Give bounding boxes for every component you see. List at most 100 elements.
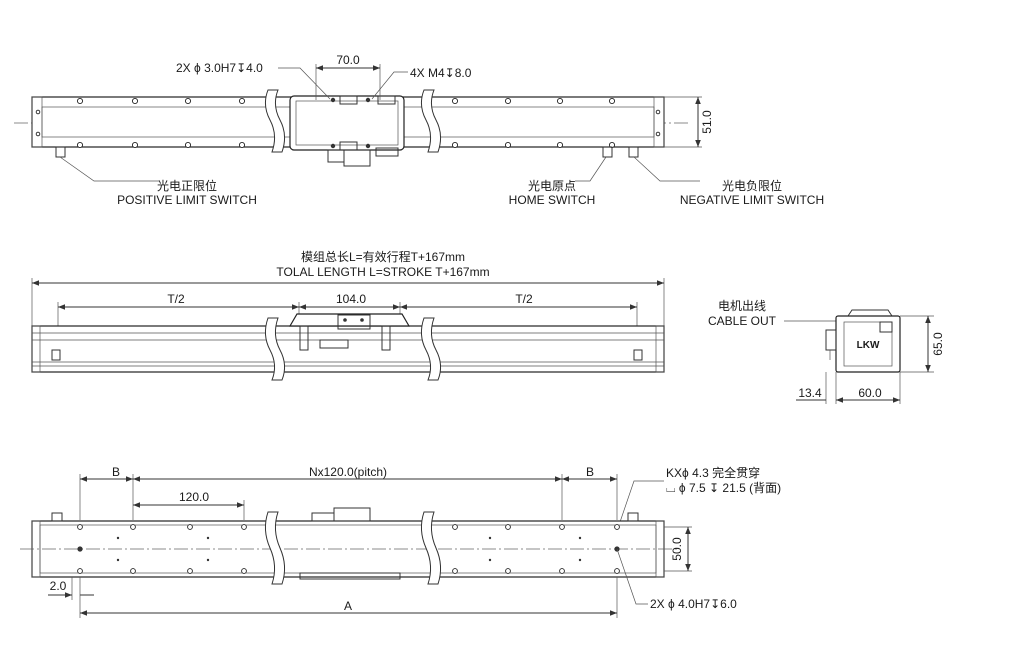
bottom-sensor-left [51,512,63,522]
top-hole [451,97,459,105]
callout-through-holes-2: ⌴ ϕ 7.5 ↧ 21.5 (背面) [666,481,781,495]
dim-pitch: Nx120.0(pitch) [309,465,387,479]
leader-pin-holes [278,67,331,100]
top-hole [131,141,139,149]
top-hole [608,97,616,105]
bottom-small-hole [578,536,582,540]
top-break-right [420,89,442,153]
bottom-hole [130,568,136,574]
top-hole [556,97,564,105]
top-hole [504,141,512,149]
end-profile-inner [843,321,893,367]
front-view: 模组总长L=有效行程T+167mm TOLAL LENGTH L=STROKE … [31,249,665,381]
leader-home [575,156,607,182]
top-end-cap-left [31,96,43,148]
total-length-cn: 模组总长L=有效行程T+167mm [301,249,465,264]
positive-limit-sensor [55,146,66,158]
bottom-hole [505,524,511,530]
top-slider-hole [365,97,371,103]
leader-bottom-pins [616,548,648,605]
top-hole [655,131,661,137]
front-break-right [420,317,442,381]
top-break-left [264,89,286,153]
bottom-hole [452,524,458,530]
dim-slider-hole-pitch: 70.0 [336,53,360,67]
top-hole [238,141,246,149]
positive-limit-cn: 光电正限位 [157,178,217,193]
dim-half-stroke-right: T/2 [515,292,533,306]
leader-tapped-holes [371,71,408,100]
bottom-hole [452,568,458,574]
home-en: HOME SWITCH [509,193,596,207]
bottom-small-hole [488,536,492,540]
bottom-view: B Nx120.0(pitch) B 120.0 KXϕ 4.3 完全贯穿 ⌴ … [20,465,781,618]
callout-tapped-holes: 4X M4↧8.0 [410,66,472,80]
bottom-sensor-right [627,512,639,522]
top-view: 70.0 2X ϕ 3.0H7↧4.0 4X M4↧8.0 51.0 光电正限位… [14,53,824,207]
top-mount-holes [35,97,661,149]
top-sensor-flag [327,149,345,163]
top-hole [504,97,512,105]
front-slider-block [337,314,371,330]
total-length-en: TOLAL LENGTH L=STROKE T+167mm [276,265,489,279]
bottom-small-hole [206,558,210,562]
bottom-hole [559,568,565,574]
bottom-pin-hole [77,546,83,552]
front-break-left [264,317,286,381]
front-end-cap-left [31,325,41,373]
top-end-cap-right [653,96,665,148]
bottom-slider-foot [299,572,401,580]
top-hole [556,141,564,149]
positive-limit-en: POSITIVE LIMIT SWITCH [117,193,257,207]
front-slider-screw [360,318,364,322]
bottom-slider-block [333,507,371,522]
bottom-dim-width: 50.0 [670,537,684,561]
bottom-small-hole [116,536,120,540]
home-cn: 光电原点 [528,179,576,193]
bottom-small-hole [116,558,120,562]
top-hole [131,97,139,105]
end-cable-box [825,329,837,351]
bottom-hole [505,568,511,574]
leader-negative-limit [633,156,700,182]
bottom-connector [311,512,335,522]
end-motor-mount [879,321,893,333]
top-hole [76,97,84,105]
dim-a: A [344,599,352,613]
bottom-end-cap-right [655,520,665,578]
front-slider-post [299,325,309,351]
front-slider-screw [343,318,347,322]
bottom-break-left [264,511,286,585]
bottom-break-right [420,511,442,585]
end-logo: LKW [857,340,880,351]
front-end-cap-right [655,325,665,373]
bottom-hole [130,524,136,530]
front-cable-clip [319,339,349,349]
bottom-hole [241,524,247,530]
top-hole [35,109,41,115]
top-hole [238,97,246,105]
bottom-end-cap-left [31,520,41,578]
negative-limit-sensor [628,146,639,158]
bottom-through-holes [77,524,620,574]
dim-b-left: B [112,465,120,479]
end-view: 电机出线 CABLE OUT LKW 65.0 13.4 60.0 [708,299,945,404]
dim-half-stroke-left: T/2 [167,292,185,306]
callout-through-holes-1: KXϕ 4.3 完全贯穿 [666,465,760,480]
end-dim-offset: 13.4 [798,386,822,400]
cable-out-en: CABLE OUT [708,314,777,328]
leader-positive-limit [59,156,160,182]
dim-b-right: B [586,465,594,479]
top-slider [289,95,405,167]
top-hole [451,141,459,149]
bottom-hole [77,568,83,574]
home-sensor [602,146,613,158]
front-sensor-left [51,349,61,361]
top-connector [343,149,371,167]
bottom-hole [77,524,83,530]
leader-through-holes [619,480,664,523]
negative-limit-cn: 光电负限位 [722,178,782,193]
top-slider-tab [339,95,358,105]
bottom-hole [241,568,247,574]
front-slider-top [288,313,411,327]
